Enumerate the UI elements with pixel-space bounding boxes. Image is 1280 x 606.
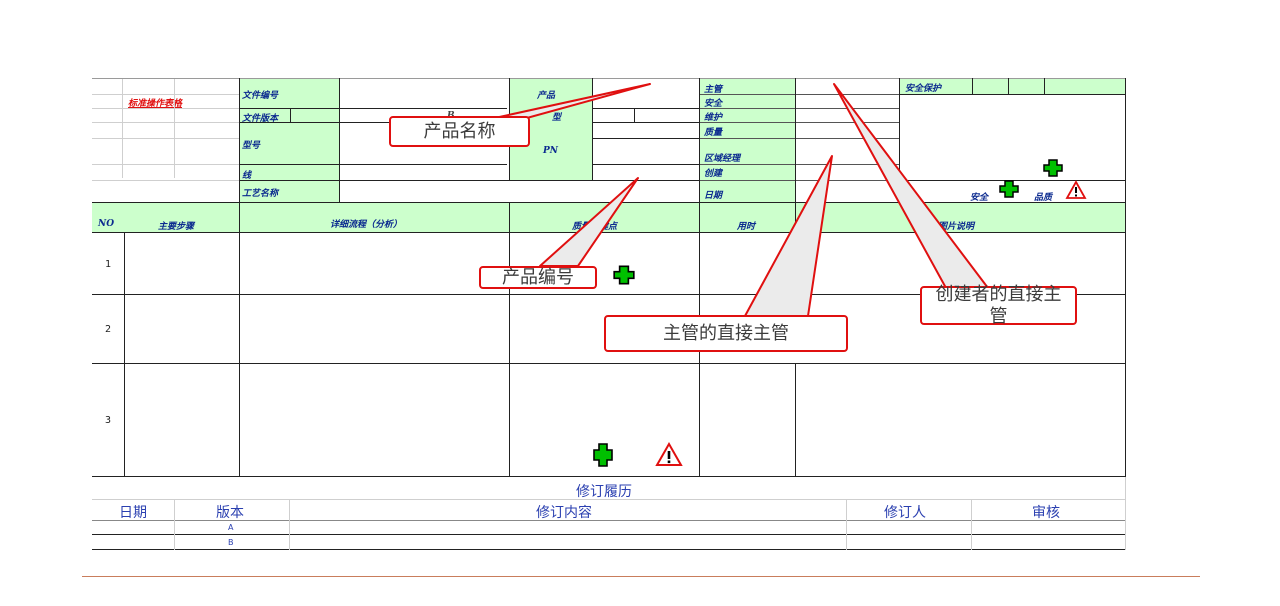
revision-content-header: 修订内容 <box>536 505 592 521</box>
sop-form-sheet: 标准操作表格 文件编号 文件版本 型号 线 工艺名称 产品 型 PN B 主管 … <box>92 74 1126 550</box>
doc-no-label: 文件编号 <box>242 91 279 101</box>
callout-product-number: 产品编号 <box>479 266 597 289</box>
creator-label: 创建 <box>704 169 723 179</box>
revision-version-a: A <box>228 523 234 532</box>
date-label: 日期 <box>704 191 723 201</box>
process-name-label: 工艺名称 <box>242 189 279 199</box>
maintenance-label: 维护 <box>704 113 723 123</box>
detail-process-header: 详细流程（分析） <box>330 220 403 230</box>
callout-supervisor-boss: 主管的直接主管 <box>604 315 848 352</box>
revision-version-b: B <box>228 538 234 547</box>
no-column-header: NO <box>98 219 115 229</box>
quality-label: 质量 <box>704 128 723 138</box>
model-label: 型号 <box>242 141 261 151</box>
line-label-cell <box>239 164 339 202</box>
callout-product-name: 产品名称 <box>389 116 530 147</box>
safety-label: 安全 <box>704 99 723 109</box>
safety-protection-label: 安全保护 <box>905 84 942 94</box>
supervisor-label-cell <box>699 78 795 202</box>
row3-quality-warning-icon <box>655 442 683 466</box>
safety-protection-cell <box>899 78 1125 94</box>
step-row-number-3: 3 <box>105 415 112 426</box>
row1-safety-cross-icon <box>613 265 635 285</box>
main-steps-header: 主要步骤 <box>158 222 195 232</box>
safety-cross-icon <box>999 180 1019 198</box>
step-row-number-1: 1 <box>105 259 112 270</box>
type-label: 型 <box>552 113 562 123</box>
green-cross-icon <box>1043 159 1063 177</box>
sheet-title: 标准操作表格 <box>128 99 183 109</box>
picture-header: 图片说明 <box>938 222 975 232</box>
legend-safety-label: 安全 <box>970 193 989 203</box>
regional-manager-label: 区域经理 <box>704 154 741 164</box>
revision-history-title: 修订履历 <box>576 484 632 500</box>
doc-version-label: 文件版本 <box>242 114 279 124</box>
callout-creator-boss: 创建者的直接主管 <box>920 284 1077 327</box>
row3-safety-cross-icon <box>593 443 613 467</box>
line-label: 线 <box>242 171 252 181</box>
step-row-number-2: 2 <box>105 324 112 335</box>
revision-date-header: 日期 <box>119 505 147 521</box>
revision-version-header: 版本 <box>216 505 244 521</box>
revision-reviser-header: 修订人 <box>884 505 926 521</box>
doc-no-label-cell <box>239 78 339 178</box>
supervisor-label: 主管 <box>704 85 723 95</box>
footer-divider <box>82 576 1200 577</box>
legend-quality-label: 品质 <box>1034 193 1053 203</box>
quality-warning-icon <box>1065 180 1087 199</box>
revision-review-header: 审核 <box>1032 505 1060 521</box>
product-label: 产品 <box>537 91 556 101</box>
time-header: 用时 <box>737 222 756 232</box>
pn-label: PN <box>543 146 558 156</box>
